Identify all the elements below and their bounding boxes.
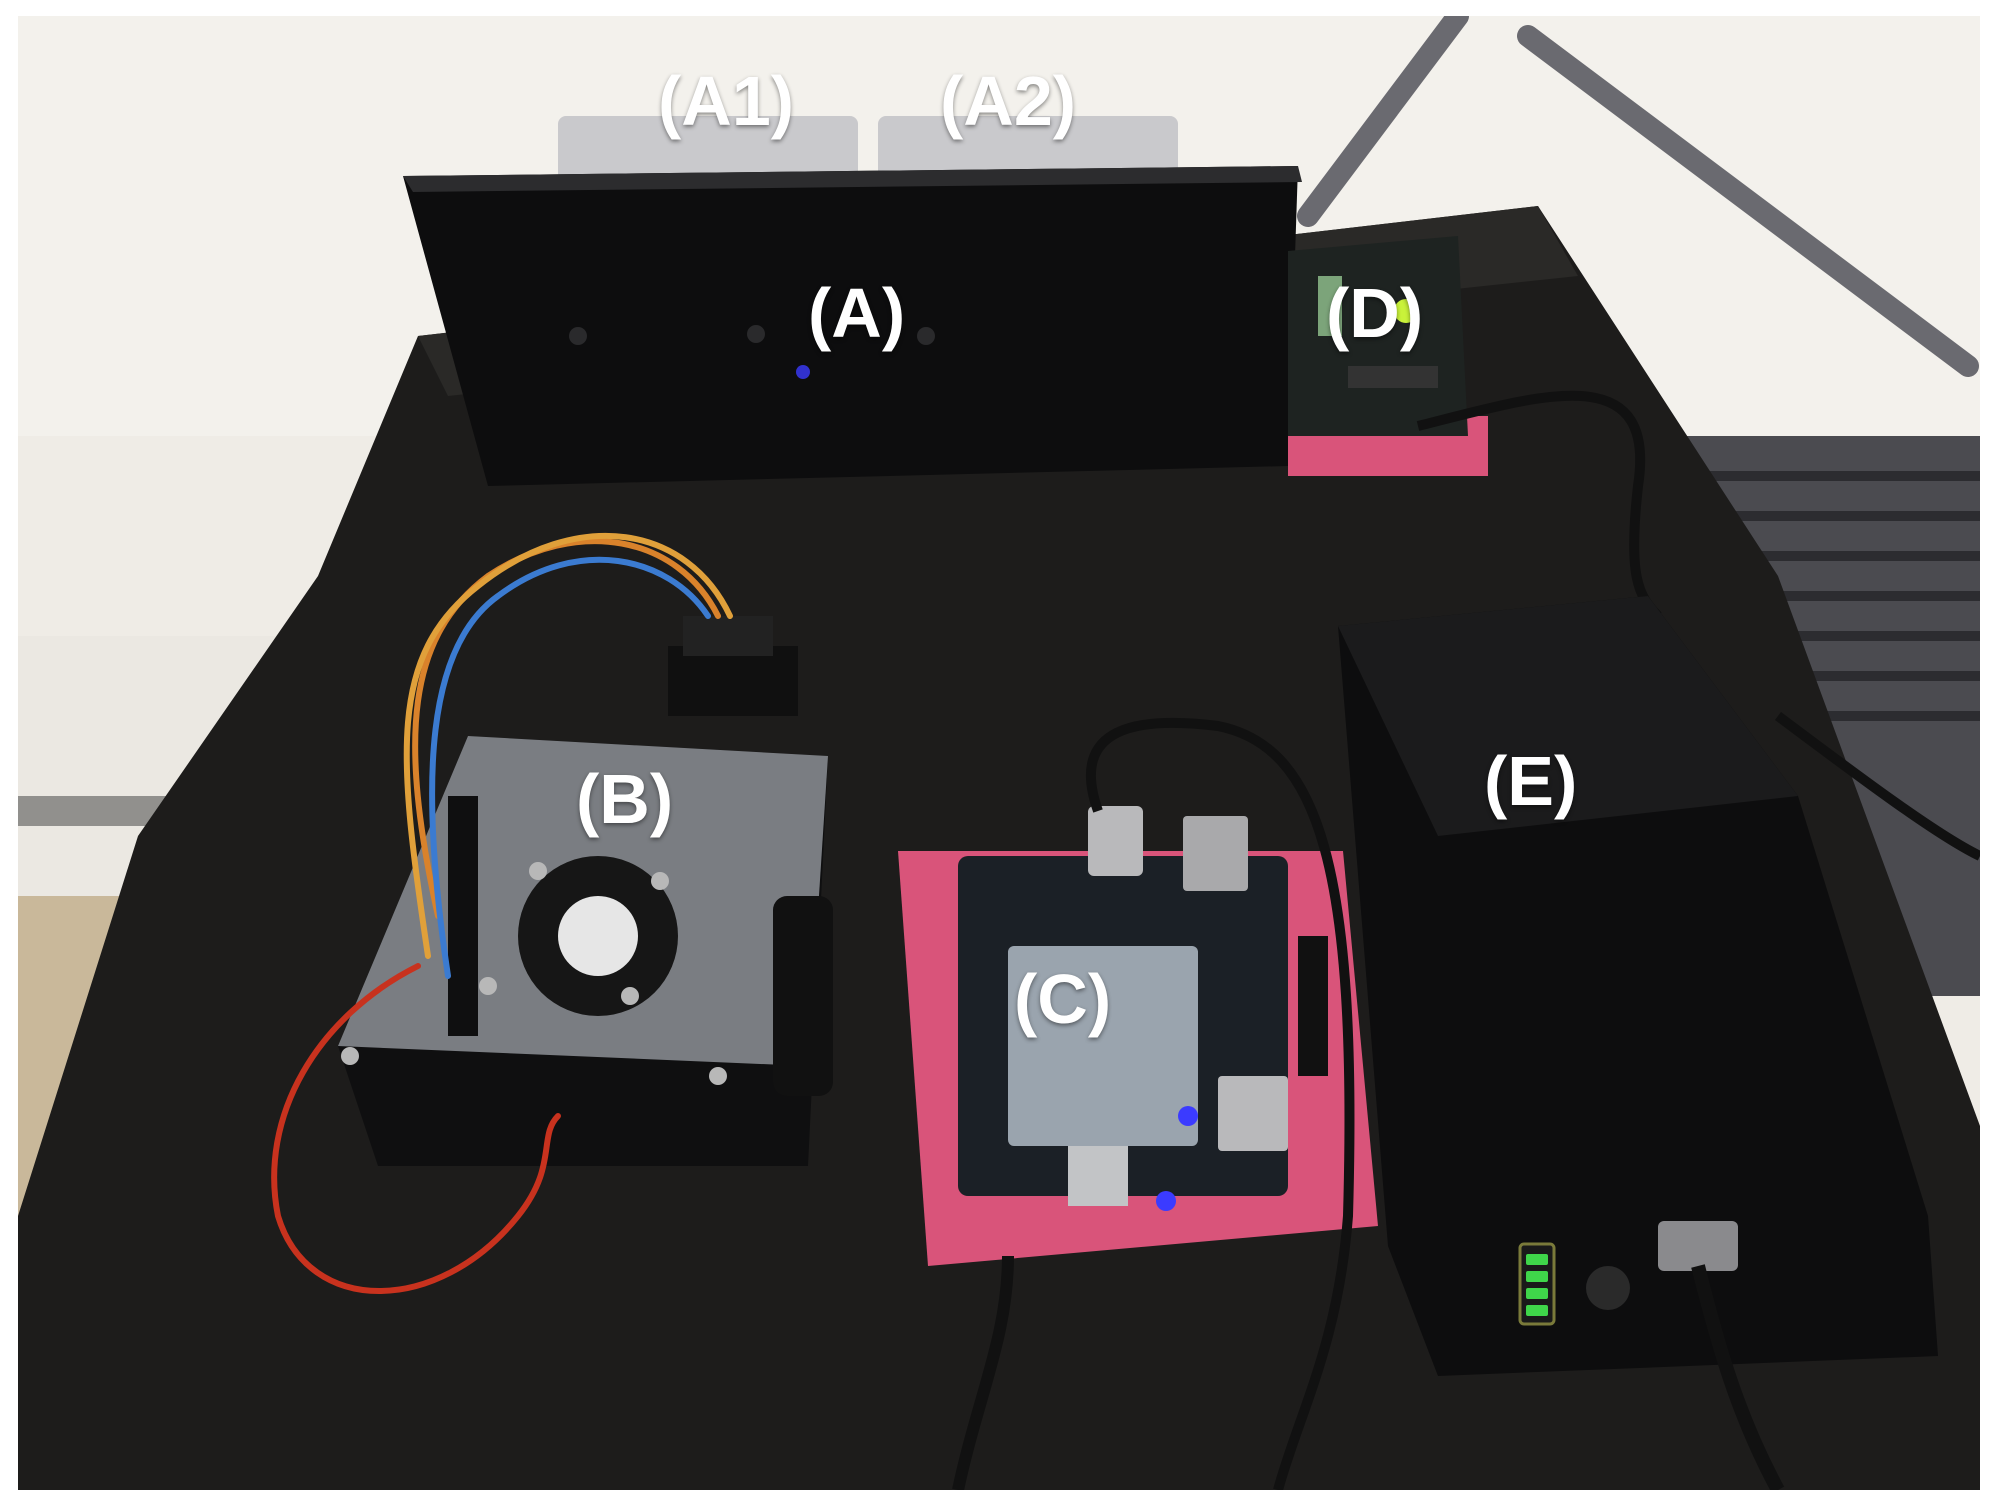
sensor-module <box>668 616 798 716</box>
jumper-wires <box>271 532 733 1294</box>
label-a2: (A2) <box>940 62 1077 140</box>
label-d: (D) <box>1326 274 1424 352</box>
label-a1: (A1) <box>658 62 795 140</box>
device-a-enclosure <box>403 116 1302 486</box>
device-c-board <box>898 806 1378 1266</box>
label-c: (C) <box>1014 960 1112 1038</box>
photo-illustration <box>18 16 1980 1490</box>
device-d-board <box>1288 236 1488 476</box>
label-b: (B) <box>576 760 674 838</box>
hardware-setup-photo: (A1) (A2) (A) (D) (B) (E) (C) <box>18 16 1980 1490</box>
device-e-power-bank <box>1338 596 1938 1376</box>
device-b-case <box>338 736 833 1166</box>
label-a: (A) <box>808 274 906 352</box>
label-e: (E) <box>1484 742 1578 820</box>
